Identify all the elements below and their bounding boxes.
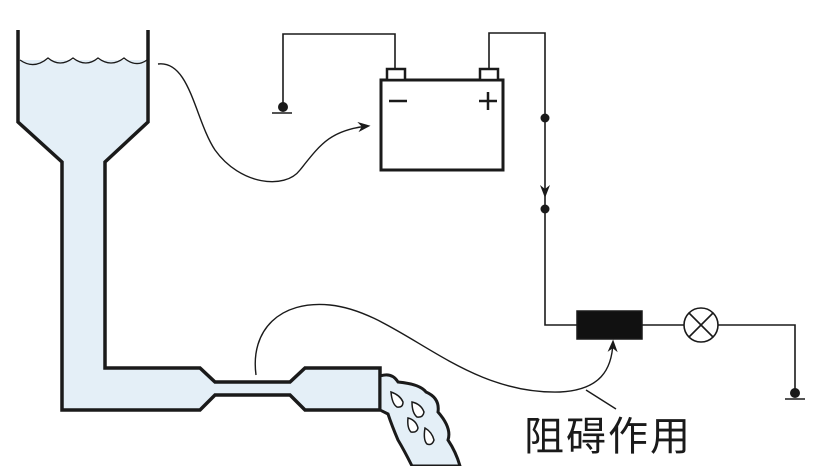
- battery-positive-terminal: [478, 67, 500, 82]
- current-arrow-icon: [540, 185, 550, 198]
- tank-outer-wall: [16, 30, 380, 412]
- lamp-icon: [683, 307, 719, 343]
- battery: [379, 67, 505, 172]
- resistance-label: 阻碍作用: [524, 414, 692, 460]
- tank-water: [20, 60, 380, 410]
- water-surface: [19, 57, 148, 66]
- tank-inner-wall: [103, 30, 382, 410]
- ground-symbol-left: [272, 102, 292, 114]
- circuit-wires: [282, 32, 796, 392]
- influence-arrow-2: [254, 303, 618, 393]
- resistor-block: [576, 310, 643, 340]
- water-drops: [390, 390, 435, 446]
- battery-negative-terminal: [385, 67, 407, 82]
- label-leader-line: [585, 389, 617, 410]
- ground-symbol-right: [785, 388, 805, 400]
- water-outflow: [378, 373, 462, 466]
- junction-dots: [540, 113, 550, 214]
- influence-arrow-1: [157, 63, 371, 183]
